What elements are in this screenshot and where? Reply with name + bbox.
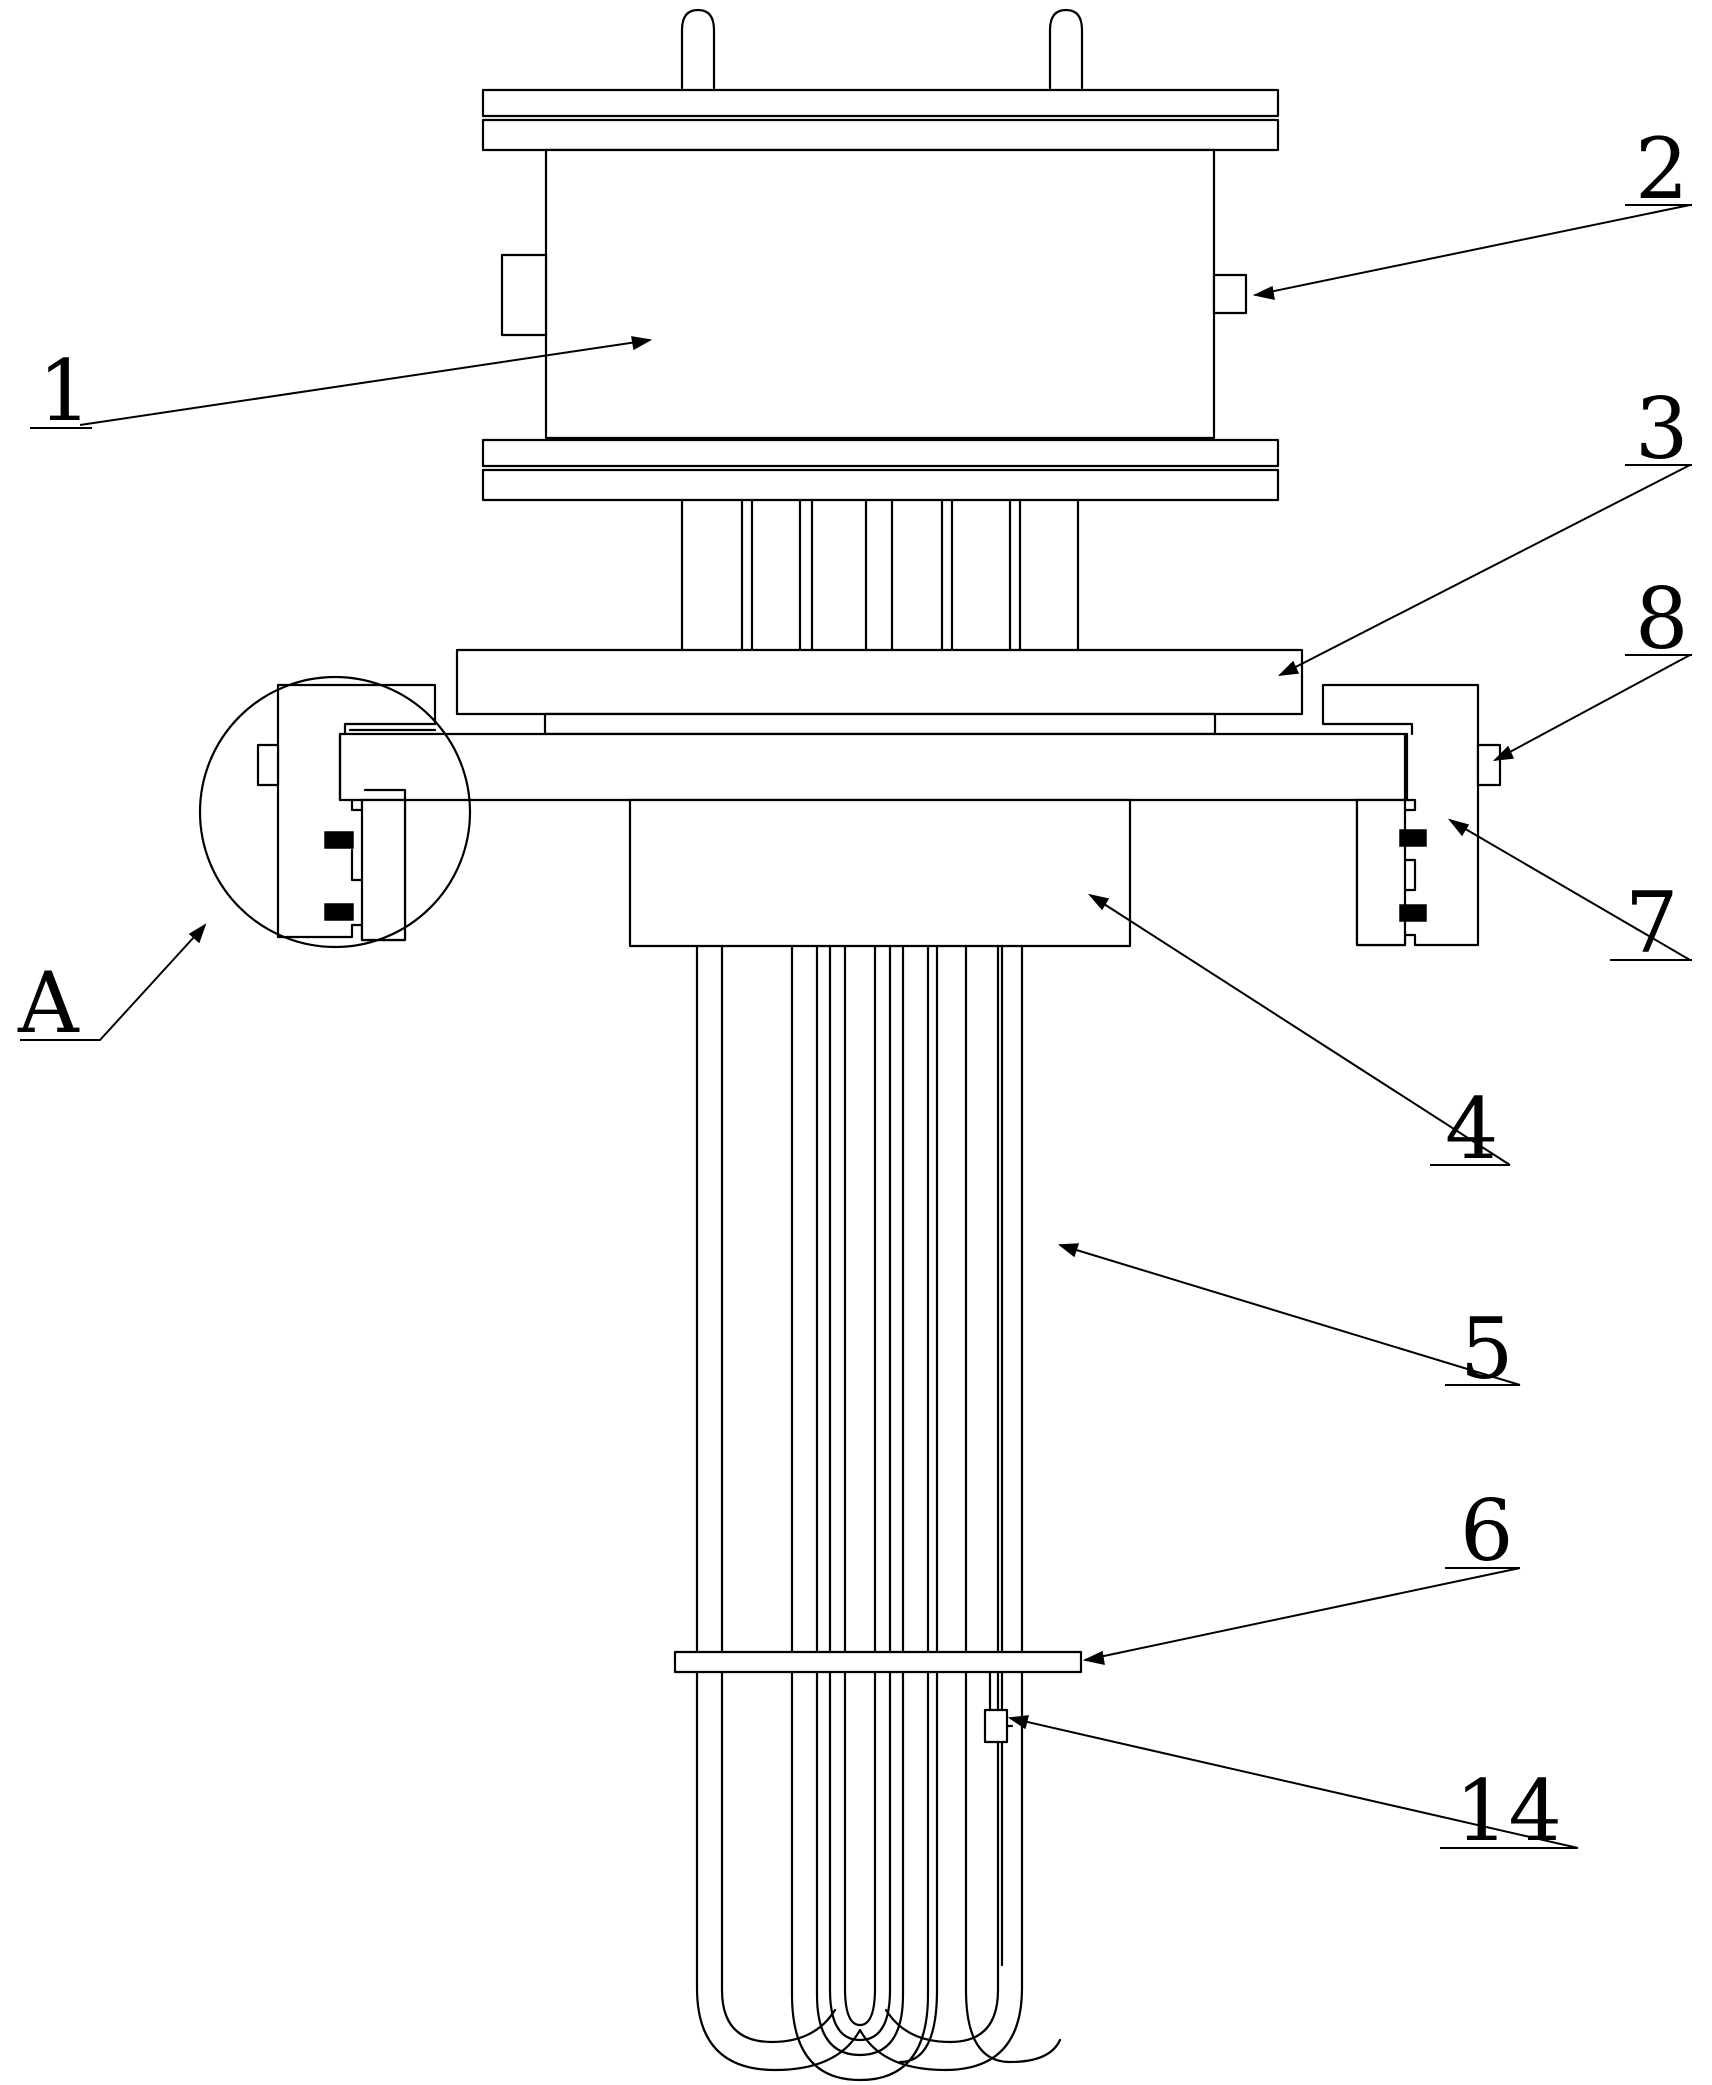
label-1: 1	[38, 342, 91, 440]
label-5: 5	[1460, 1300, 1513, 1398]
leader-lines	[20, 204, 1691, 1849]
side-box	[500, 253, 548, 337]
upper-plate	[455, 648, 1304, 736]
label-3: 3	[1635, 380, 1688, 478]
temperature-sensor	[983, 1670, 1014, 1744]
label-2: 2	[1635, 120, 1688, 218]
label-a: A	[17, 954, 80, 1052]
upper-tube-bundle	[680, 498, 1080, 652]
lower-block	[628, 798, 1132, 948]
detail-circle-a	[198, 675, 472, 949]
terminal-housing	[481, 88, 1280, 502]
clamp-band	[673, 1650, 1083, 1674]
heating-tubes	[695, 944, 1062, 2082]
label-8: 8	[1635, 570, 1688, 668]
lifting-hooks	[680, 8, 1084, 90]
mounting-flange	[338, 732, 1409, 802]
label-6: 6	[1460, 1482, 1513, 1580]
label-4: 4	[1445, 1080, 1498, 1178]
label-underlines	[30, 204, 1692, 1849]
label-14: 14	[1455, 1762, 1562, 1860]
label-7: 7	[1625, 874, 1678, 972]
part-labels: 1 2 3 8 7 4 5 6 14 A	[17, 120, 1688, 1860]
cable-gland	[1212, 273, 1248, 315]
right-bracket	[1321, 683, 1502, 947]
left-bracket	[256, 683, 437, 942]
